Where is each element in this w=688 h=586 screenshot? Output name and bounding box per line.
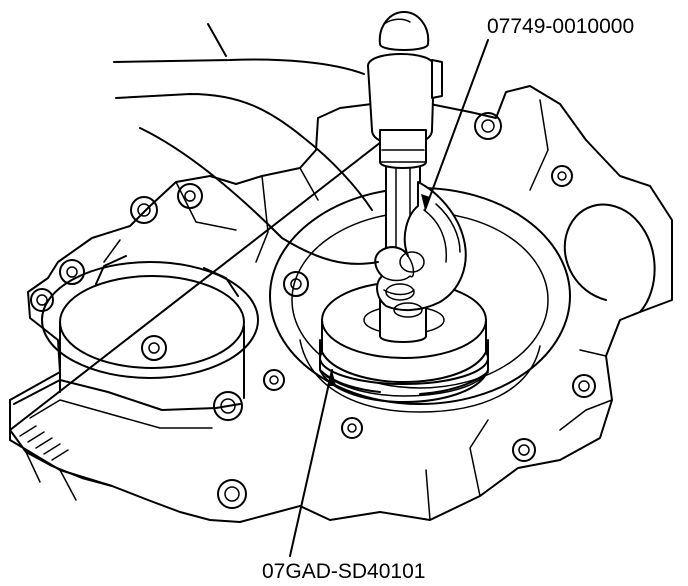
driver-leader-arrowhead xyxy=(421,194,430,210)
attachment-leader-line xyxy=(289,369,333,557)
attachment-part-number-label: 07GAD-SD40101 xyxy=(262,560,426,583)
attachment-leader-arrowhead xyxy=(327,370,336,386)
callout-leaders xyxy=(289,39,489,557)
driver-part-number-label: 07749-0010000 xyxy=(487,15,635,38)
technician-arm xyxy=(113,23,379,265)
hammer xyxy=(367,11,443,169)
transmission-case xyxy=(9,85,673,523)
hand-gripping-driver xyxy=(374,181,467,318)
driver-leader-line xyxy=(424,39,489,211)
